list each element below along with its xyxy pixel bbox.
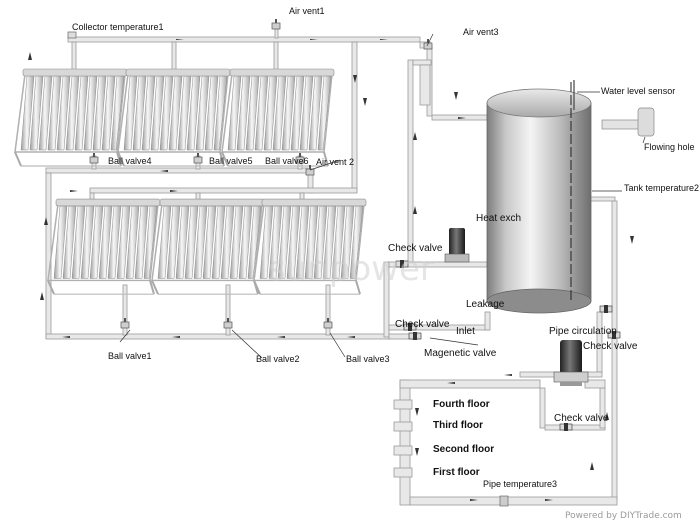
collector-upper-2: [117, 68, 231, 167]
label-check-valve-return: Check valve: [395, 319, 450, 330]
label-collector-temperature1: Collector temperature1: [72, 22, 164, 32]
label-ball-valve5: Ball valve5: [209, 156, 253, 166]
ball-valve1-icon: [120, 317, 130, 329]
ball-valve3-icon: [323, 317, 333, 329]
label-check-valve-pump: Check valve: [583, 341, 638, 352]
ball-valve2-icon: [223, 317, 233, 329]
leader-lines: [119, 33, 646, 359]
label-air-vent3: Air vent3: [463, 27, 499, 37]
check-valve-loop-icon: [559, 422, 573, 432]
label-ball-valve1: Ball valve1: [108, 351, 152, 361]
label-check-valve-loop: Check valve: [554, 413, 609, 424]
air-vent1-icon: [271, 18, 281, 30]
label-check-valve-tank: Check valve: [388, 243, 443, 254]
check-valve-loop2-icon: [599, 304, 613, 314]
collector-lower-2: [151, 198, 265, 296]
ball-valve5-icon: [193, 152, 203, 164]
label-ball-valve2: Ball valve2: [256, 354, 300, 364]
pipe-network: [45, 23, 618, 506]
label-tank-temperature2: Tank temperature2: [624, 183, 699, 193]
label-fourth-floor: Fourth floor: [433, 399, 490, 410]
label-second-floor: Second floor: [433, 444, 494, 455]
label-pipe-temperature3: Pipe temperature3: [483, 479, 557, 489]
label-inlet: Inlet: [456, 326, 475, 337]
label-heat-exchanger: Heat exch: [476, 213, 521, 224]
pipe-temperature-sensor-icon: [499, 495, 509, 507]
label-magnetic-valve: Magenetic valve: [424, 348, 497, 359]
label-water-level-sensor: Water level sensor: [601, 86, 675, 96]
magnetic-valve-icon: [408, 331, 422, 341]
collector-upper-3: [221, 68, 335, 167]
heat-exchanger-pump: [444, 228, 470, 263]
sunpower-watermark: sunpower: [268, 249, 434, 289]
collector-upper-1: [14, 68, 128, 167]
collector-lower-1: [47, 198, 161, 296]
label-ball-valve6: Ball valve6: [265, 156, 309, 166]
flowing-hole-fitting: [601, 107, 655, 137]
label-pipe-circulation: Pipe circulation: [549, 326, 617, 337]
label-air-vent2: Air vent 2: [316, 157, 354, 167]
label-ball-valve4: Ball valve4: [108, 156, 152, 166]
label-ball-valve3: Ball valve3: [346, 354, 390, 364]
label-leakage: Leakage: [466, 299, 505, 310]
flow-arrows: [28, 39, 634, 501]
diytrade-footer: Powered by DIYTrade.com: [565, 511, 682, 521]
ball-valve4-icon: [89, 152, 99, 164]
label-first-floor: First floor: [433, 467, 480, 478]
label-air-vent1: Air vent1: [289, 6, 325, 16]
water-tank: [486, 80, 592, 314]
label-third-floor: Third floor: [433, 420, 483, 431]
collector-sensor-icon: [67, 31, 77, 39]
label-flowing-hole: Flowing hole: [644, 142, 695, 152]
circulation-pump: [553, 340, 589, 386]
